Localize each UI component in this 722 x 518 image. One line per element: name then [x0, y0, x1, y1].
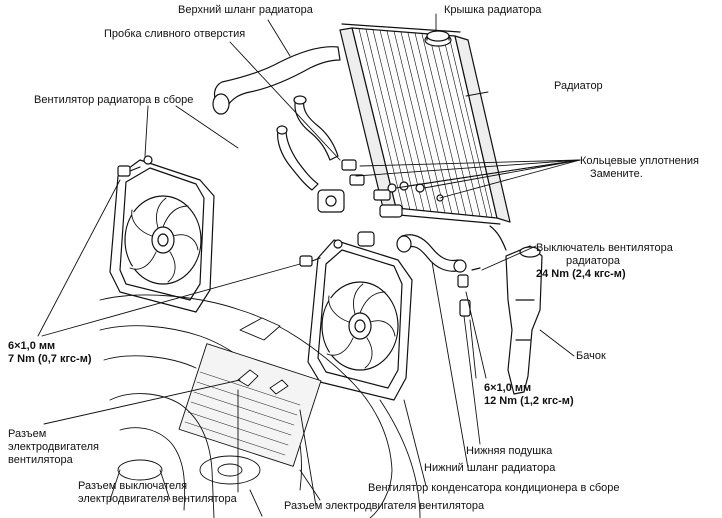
lower-hose-drawing	[396, 234, 467, 273]
label-motor-connector-line1: Разъем	[8, 428, 47, 440]
label-motor-connector: Разъем электродвигателя вентилятора	[8, 428, 99, 467]
label-right-bolt-torque: 12 Nm (1,2 кгс-м)	[484, 395, 574, 407]
leader-lines	[37, 13, 581, 507]
label-right-bolt-size: 6×1,0 мм	[484, 382, 532, 394]
label-fan-switch-torque: 24 Nm (2,4 кгс-м)	[536, 268, 626, 280]
label-fan-switch: Выключатель вентилятора радиатора 24 Nm …	[536, 242, 673, 281]
label-lower-hose: Нижний шланг радиатора	[424, 462, 556, 474]
label-fan-switch-line1: Выключатель вентилятора	[536, 242, 673, 254]
bolts-right-drawing	[457, 267, 481, 317]
label-o-rings: Кольцевые уплотнения Замените.	[580, 155, 699, 181]
label-reservoir: Бачок	[576, 350, 606, 362]
reservoir-drawing	[489, 225, 543, 395]
label-switch-connector-line2: электродвигателя вентилятора	[78, 493, 237, 505]
label-switch-connector-line1: Разъем выключателя	[78, 480, 188, 492]
label-drain-plug: Пробка сливного отверстия	[104, 28, 246, 40]
label-motor-connector-line2: электродвигателя	[8, 441, 99, 453]
label-left-bolt: 6×1,0 мм 7 Nm (0,7 кгс-м)	[8, 340, 92, 366]
radiator-cap-drawing	[424, 30, 452, 47]
label-left-bolt-size: 6×1,0 мм	[8, 340, 56, 352]
label-fan-assembly: Вентилятор радиатора в сборе	[34, 94, 194, 106]
fittings-drawing	[317, 159, 444, 247]
label-radiator: Радиатор	[554, 80, 603, 92]
label-upper-hose: Верхний шланг радиатора	[178, 4, 313, 16]
label-left-bolt-torque: 7 Nm (0,7 кгс-м)	[8, 353, 92, 365]
label-radiator-cap: Крышка радиатора	[444, 4, 542, 16]
label-fan-switch-line2: радиатора	[566, 255, 620, 267]
label-switch-connector: Разъем выключателя электродвигателя вент…	[78, 480, 237, 506]
small-hoses-drawing	[276, 95, 339, 191]
engine-bay-drawing	[99, 294, 421, 518]
label-lower-cushion: Нижняя подушка	[466, 445, 553, 457]
label-o-rings-line2: Замените.	[590, 168, 643, 180]
label-fan-motor-connector: Разъем электродвигателя вентилятора	[284, 500, 485, 512]
condenser-fan-drawing	[307, 239, 413, 401]
radiator-fins	[358, 28, 493, 218]
label-right-bolt: 6×1,0 мм 12 Nm (1,2 кгс-м)	[484, 382, 574, 408]
mounting-bolts-drawing	[117, 165, 321, 267]
label-o-rings-line1: Кольцевые уплотнения	[580, 155, 699, 167]
upper-hose-drawing	[212, 46, 341, 115]
radiator-fan-drawing	[109, 155, 215, 313]
radiator-core	[339, 23, 511, 225]
label-ac-condenser-fan: Вентилятор конденсатора кондиционера в с…	[368, 482, 620, 494]
label-motor-connector-line3: вентилятора	[8, 454, 73, 466]
